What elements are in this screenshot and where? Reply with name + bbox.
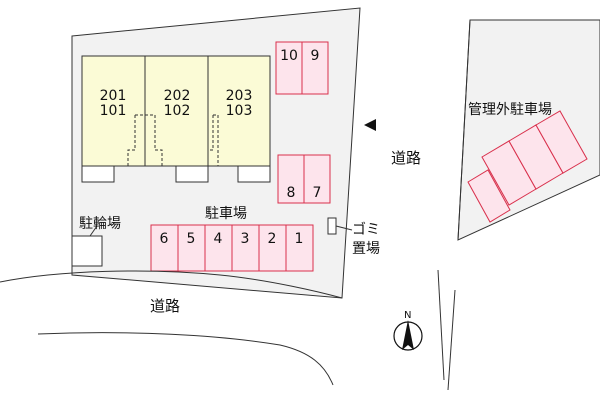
road-label-right: 道路 <box>391 149 421 167</box>
unit-202-label: 202 <box>164 88 191 104</box>
unit-201-label: 201 <box>100 88 127 104</box>
parking-bottom: 6 5 4 3 2 1 <box>150 224 314 272</box>
parking-space-9: 9 <box>311 48 320 64</box>
compass-label: N <box>404 310 411 321</box>
unit-101-label: 101 <box>100 103 127 119</box>
unit-203-label: 203 <box>226 88 253 104</box>
parking-space-7: 7 <box>313 185 322 201</box>
compass-icon: N <box>393 310 423 351</box>
parking-right: 8 7 <box>277 154 331 204</box>
garbage-station: ゴミ 置場 <box>327 217 380 257</box>
parking-space-1: 1 <box>295 231 304 247</box>
parking-space-4: 4 <box>214 231 223 247</box>
garbage-label-line1: ゴミ <box>352 221 380 238</box>
building: 201 101 202 102 203 103 <box>81 55 271 183</box>
bicycle-parking-label: 駐輪場 <box>79 215 121 232</box>
parking-space-3: 3 <box>241 231 250 247</box>
garbage-label-line2: 置場 <box>352 241 380 257</box>
outside-parking-label: 管理外駐車場 <box>468 101 552 118</box>
parking-space-8: 8 <box>287 185 296 201</box>
outside-parking-spaces <box>467 110 588 223</box>
road-edge-right-top <box>457 19 471 241</box>
bicycle-parking: 駐輪場 <box>71 215 121 267</box>
parking-space-5: 5 <box>187 231 196 247</box>
parking-space-10: 10 <box>280 48 298 64</box>
road-label-bottom: 道路 <box>150 297 180 315</box>
road-edge-right-bottom <box>437 269 445 381</box>
unit-103-label: 103 <box>226 103 253 119</box>
parking-top: 10 9 <box>275 41 329 95</box>
entrance-arrow-icon <box>364 119 376 131</box>
road-edge-lower <box>37 332 334 386</box>
parking-space-2: 2 <box>268 231 277 247</box>
parking-space-6: 6 <box>160 231 169 247</box>
unit-102-label: 102 <box>164 103 191 119</box>
road-edge-right-far <box>447 289 456 391</box>
parking-label: 駐車場 <box>205 205 247 222</box>
road-edge-upper <box>0 270 343 299</box>
